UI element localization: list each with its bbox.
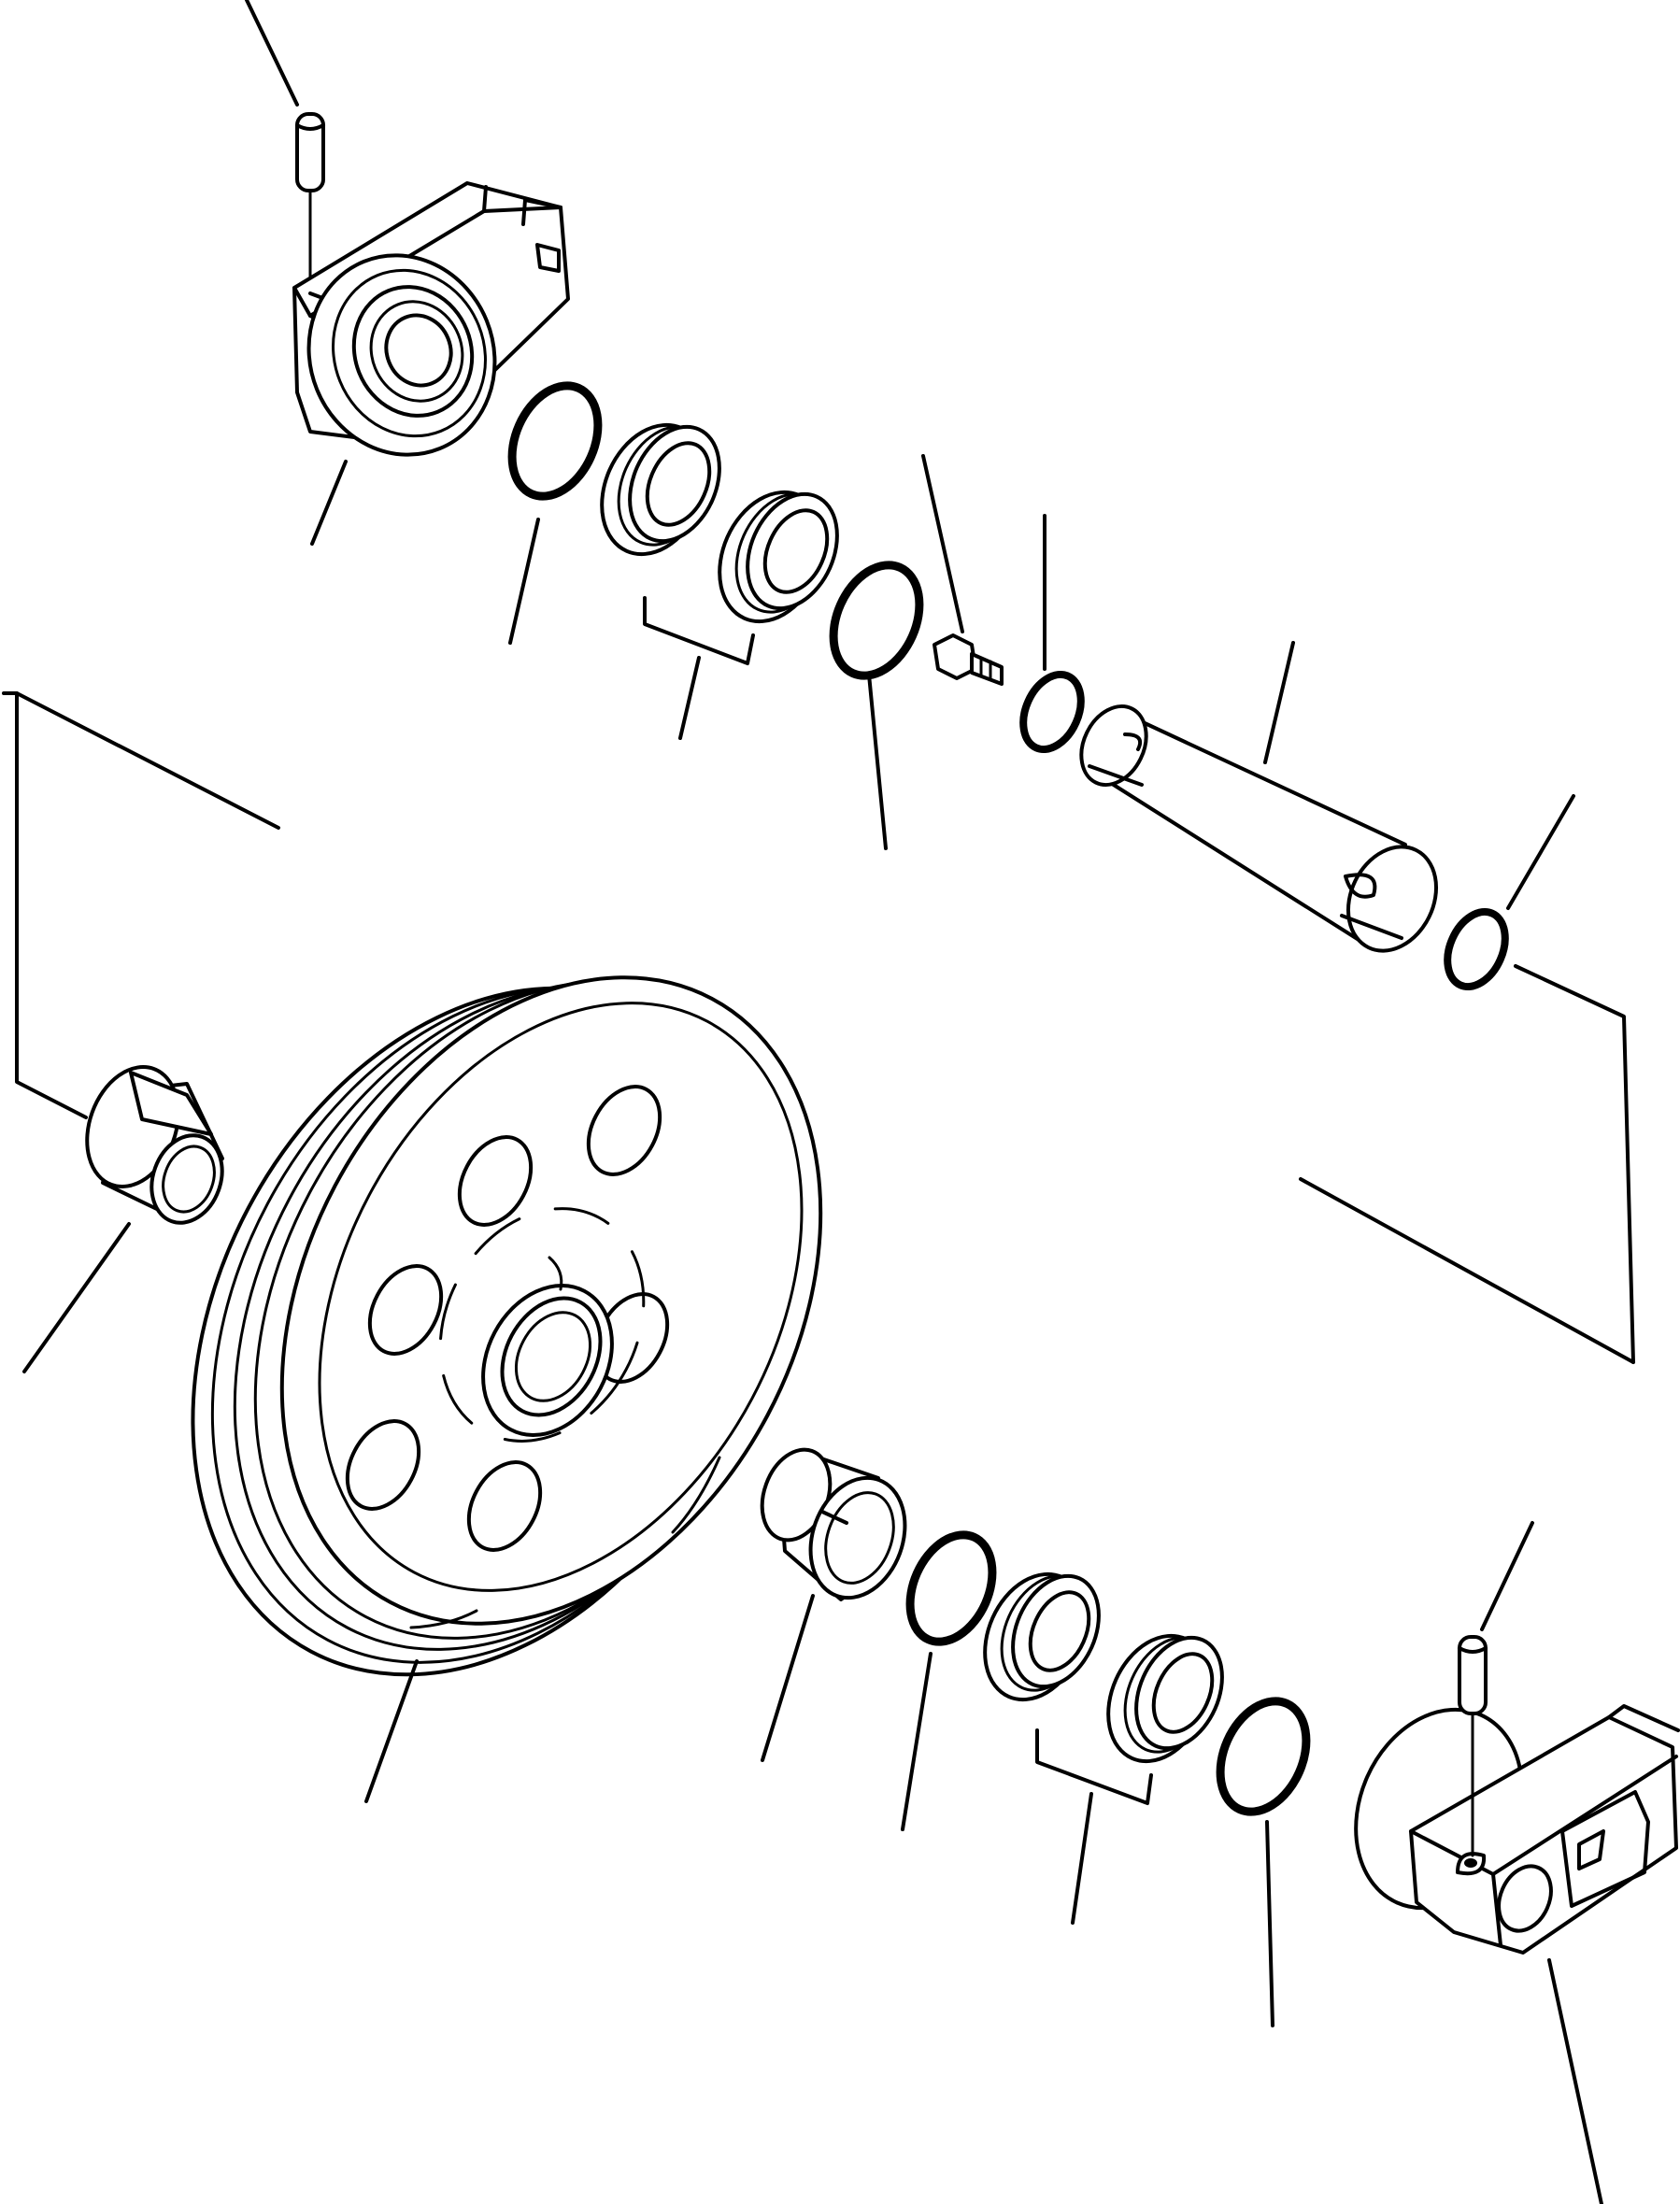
leader-lines <box>4 0 1633 2204</box>
floating-seal-lower-2 <box>1089 1620 1239 1778</box>
o-ring-shaft-left <box>1012 665 1091 759</box>
floating-seal-lower-1 <box>966 1558 1116 1716</box>
bracket-upper <box>279 183 568 483</box>
idler-shaft <box>1069 695 1453 965</box>
o-ring-upper-1 <box>495 372 614 509</box>
dowel-pin-upper <box>297 114 323 278</box>
bushing-left <box>71 1054 234 1232</box>
floating-seal-upper-2 <box>700 476 854 638</box>
o-ring-lower-1 <box>894 1522 1008 1655</box>
o-ring-upper-2 <box>817 551 935 689</box>
o-ring-shaft-right <box>1436 903 1516 996</box>
floating-seal-upper-1 <box>582 408 736 571</box>
bracket-lower <box>1326 1683 1678 1953</box>
plug-bolt <box>934 635 1002 684</box>
bushing-right <box>750 1440 921 1611</box>
idler-wheel <box>78 884 928 1775</box>
dowel-pin-lower <box>1459 1637 1486 1856</box>
o-ring-lower-2 <box>1203 1687 1322 1825</box>
